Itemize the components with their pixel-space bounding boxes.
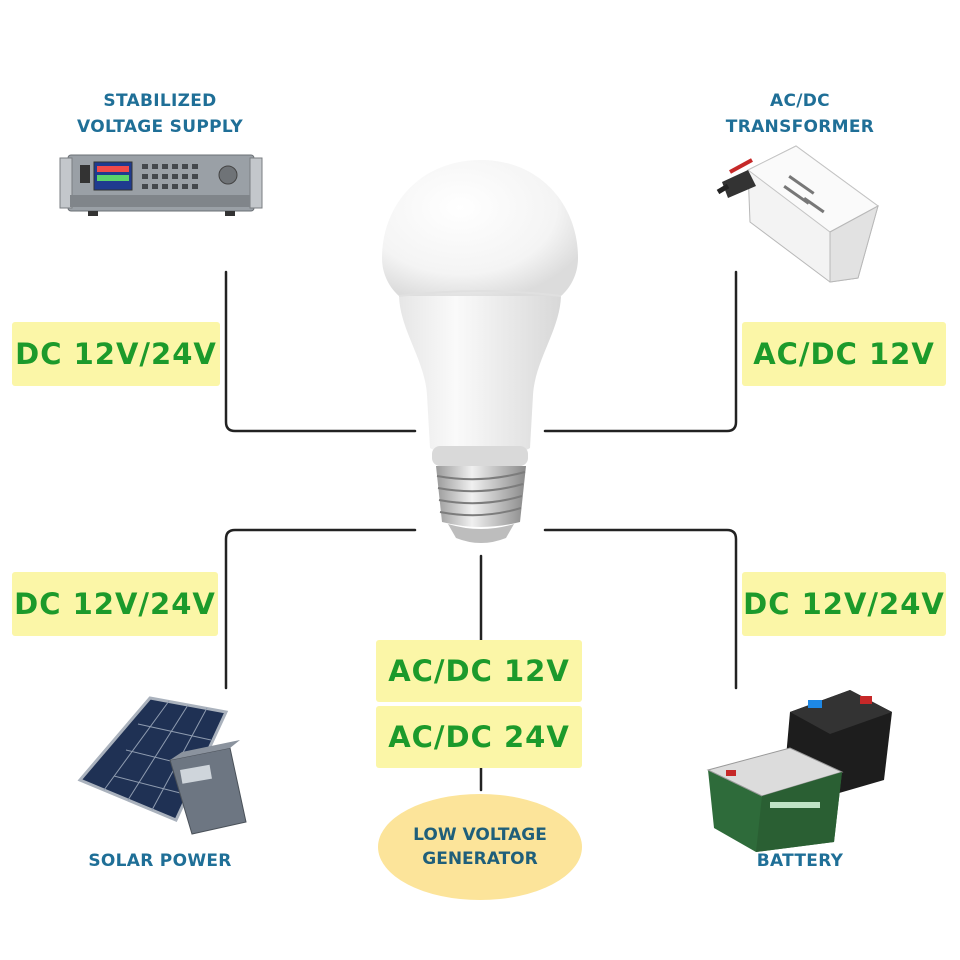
label-line: TRANSFORMER (725, 117, 875, 137)
solar-power-label: SOLAR POWER (60, 848, 260, 874)
voltage-badge-center-24v: AC/DC 24V (376, 706, 582, 768)
voltage-badge-top-left: DC 12V/24V (12, 322, 220, 386)
label-line: AC/DC (770, 91, 830, 111)
label-line: SOLAR POWER (88, 851, 232, 871)
label-line: VOLTAGE SUPPLY (77, 117, 243, 137)
stabilized-voltage-supply-label: STABILIZED VOLTAGE SUPPLY (60, 88, 260, 140)
line-bottom-right (543, 528, 738, 690)
line-bottom-left (224, 528, 417, 690)
battery-label: BATTERY (700, 848, 900, 874)
voltage-badge-top-right: AC/DC 12V (742, 322, 946, 386)
label-line: BATTERY (756, 851, 844, 871)
label-line: GENERATOR (422, 849, 538, 869)
line-top-right (543, 270, 738, 433)
generator-icon: LOW VOLTAGE GENERATOR (378, 794, 582, 900)
acdc-transformer-label: AC/DC TRANSFORMER (700, 88, 900, 140)
line-top-left (224, 270, 417, 433)
label-line: LOW VOLTAGE (413, 825, 547, 845)
voltage-badge-center-12v: AC/DC 12V (376, 640, 582, 702)
label-line: STABILIZED (103, 91, 217, 111)
voltage-badge-bottom-right: DC 12V/24V (742, 572, 946, 636)
voltage-badge-bottom-left: DC 12V/24V (12, 572, 218, 636)
